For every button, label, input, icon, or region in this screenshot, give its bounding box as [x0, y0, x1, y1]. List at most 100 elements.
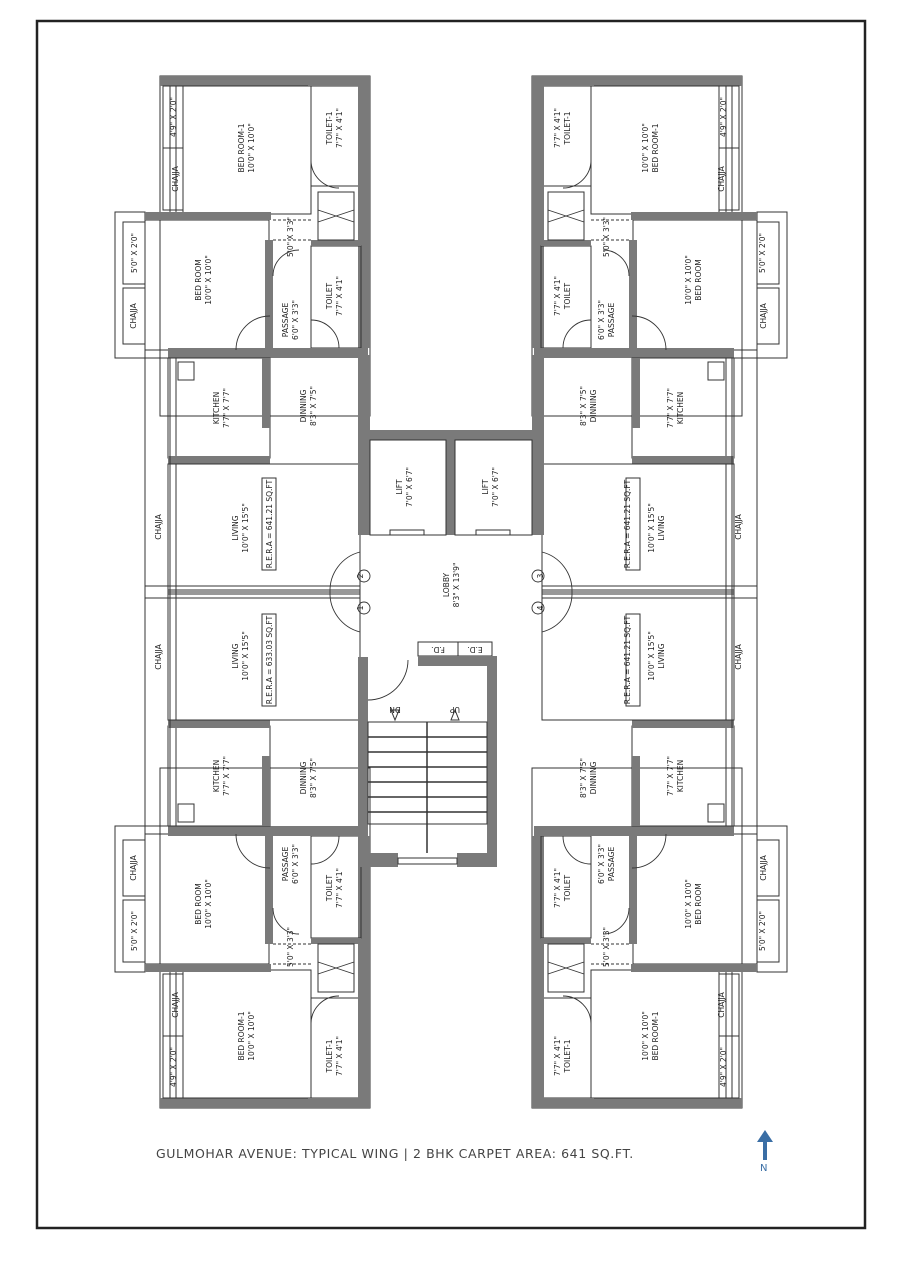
- living-outer-line: [731, 357, 758, 599]
- rera-label: R.E.R.A = 641.21 SQ.FT: [265, 479, 274, 568]
- kitchen-right-wall: [632, 756, 640, 826]
- toilet1-dim: 7'7" X 4'1": [553, 108, 562, 148]
- toilet-dim: 7'7" X 4'1": [335, 276, 344, 316]
- living-name: LIVING: [657, 515, 666, 540]
- bed-name: BED ROOM: [194, 883, 203, 925]
- bal1-dim: 4'9" X 2'0": [169, 97, 178, 137]
- chajja-bed1: CHAJJA: [717, 165, 726, 191]
- rera-box: [261, 477, 277, 571]
- dining-dim: 8'3" X 7'5": [309, 386, 318, 426]
- chajja-bed: CHAJJA: [759, 302, 768, 328]
- bed1-dim: 10'0" X 10'0": [247, 123, 256, 173]
- rera-label: R.E.R.A = 641.21 SQ.FT: [623, 615, 632, 704]
- flat-number-badge: [357, 601, 371, 615]
- stair-wall-right: [487, 657, 497, 867]
- kitchen-name: KITCHEN: [676, 392, 685, 425]
- living-dim: 10'0" X 15'5": [241, 503, 250, 553]
- duct-box: [547, 191, 585, 241]
- bal2-box: [122, 221, 146, 285]
- bal1-top: [160, 1098, 183, 1108]
- living-dim: 10'0" X 15'5": [647, 503, 656, 553]
- living-name: LIVING: [657, 643, 666, 668]
- bed-top-wall: [631, 212, 757, 220]
- bed-name: BED ROOM: [194, 259, 203, 301]
- living-left-wall: [725, 589, 735, 721]
- bal1-top: [719, 76, 742, 86]
- sink-box: [707, 361, 725, 381]
- up-arrow-icon: [450, 708, 460, 721]
- toilet1-dim: 7'7" X 4'1": [335, 108, 344, 148]
- toilet-door-swing: [562, 319, 592, 349]
- rera-box: [625, 613, 641, 707]
- toilet-top-wall: [311, 938, 361, 944]
- dn-arrow-icon: [390, 709, 400, 722]
- entry-door-swing: [329, 591, 361, 633]
- passage-name: PASSAGE: [281, 847, 290, 882]
- bed-name: BED ROOM: [694, 259, 703, 301]
- bal1-dim: 4'9" X 2'0": [169, 1047, 178, 1087]
- bed-right-wall: [265, 834, 273, 944]
- stair-window: [397, 857, 458, 865]
- flat-number: 4: [536, 605, 545, 610]
- stair-wall-bottom-left: [358, 853, 398, 867]
- kitchen-outer-wall: [725, 725, 735, 827]
- toilet1-door-swing: [310, 995, 340, 1025]
- toilet-door-swing: [562, 835, 592, 865]
- kitchen-outer-wall: [167, 357, 177, 459]
- kitchen-bottom-wall: [168, 720, 270, 728]
- flat-number: 3: [536, 573, 545, 578]
- ed-label: E.D.: [467, 645, 482, 654]
- niche-door-swing: [272, 249, 300, 277]
- kitchen-right-wall: [262, 756, 270, 826]
- flat-number-badge: [531, 569, 545, 583]
- kitchen-dim: 7'7" X 7'7": [666, 756, 675, 796]
- bed-door-swing: [631, 315, 667, 351]
- mid-wall: [168, 348, 368, 358]
- kitchen-right-wall: [632, 358, 640, 428]
- bed-top-wall: [145, 212, 271, 220]
- lift-top-wall: [358, 430, 544, 440]
- core-wall-left: [358, 355, 370, 535]
- lift-1-name: LIFT: [395, 479, 404, 495]
- stair-up-label: UP: [450, 705, 460, 714]
- duct-cross-b: [317, 209, 355, 223]
- entry-door-swing: [541, 591, 573, 633]
- lobby-dim: 8'3" X 13'9": [452, 563, 461, 608]
- bed-right-wall: [629, 834, 637, 944]
- bal2-box: [122, 899, 146, 963]
- bal2-dim: 5'0" X 2'0": [758, 233, 767, 273]
- lift-door-1: [389, 529, 425, 536]
- lift-2-dim: 7'0" X 6'7": [491, 467, 500, 507]
- bed1-name: BED ROOM-1: [651, 1011, 660, 1060]
- duct-cross-b: [547, 209, 585, 223]
- plan-caption: GULMOHAR AVENUE: TYPICAL WING | 2 BHK CA…: [156, 1146, 634, 1161]
- chajja-1-box: [162, 147, 184, 211]
- stair-door-swing: [367, 659, 409, 701]
- chajja-bed: CHAJJA: [129, 302, 138, 328]
- bed1-dim: 10'0" X 10'0": [641, 123, 650, 173]
- dining-name: DINNING: [299, 761, 308, 794]
- flat-number-badge: [531, 601, 545, 615]
- niche-dim: 5'0" X 3'3": [602, 927, 611, 967]
- bal1-top: [719, 1098, 742, 1108]
- bal2-box: [756, 899, 780, 963]
- toilet1-dim: 7'7" X 4'1": [335, 1036, 344, 1076]
- living-outer-line: [144, 585, 171, 827]
- niche-door-swing: [602, 249, 630, 277]
- chajja-1-box: [718, 973, 740, 1037]
- living-dim: 10'0" X 15'5": [241, 631, 250, 681]
- living-bottom-wall: [167, 585, 361, 593]
- bal1-dim: 4'9" X 2'0": [719, 1047, 728, 1087]
- kitchen-name: KITCHEN: [676, 760, 685, 793]
- toilet-dim: 7'7" X 4'1": [553, 276, 562, 316]
- bed-door-swing: [235, 833, 271, 869]
- niche-door-swing: [272, 907, 300, 935]
- bal1-dim: 4'9" X 2'0": [719, 97, 728, 137]
- chajja-1-box: [162, 973, 184, 1037]
- kitchen-name: KITCHEN: [212, 392, 221, 425]
- rera-label: R.E.R.A = 641.21 SQ.FT: [623, 479, 632, 568]
- toilet-top-wall: [541, 938, 591, 944]
